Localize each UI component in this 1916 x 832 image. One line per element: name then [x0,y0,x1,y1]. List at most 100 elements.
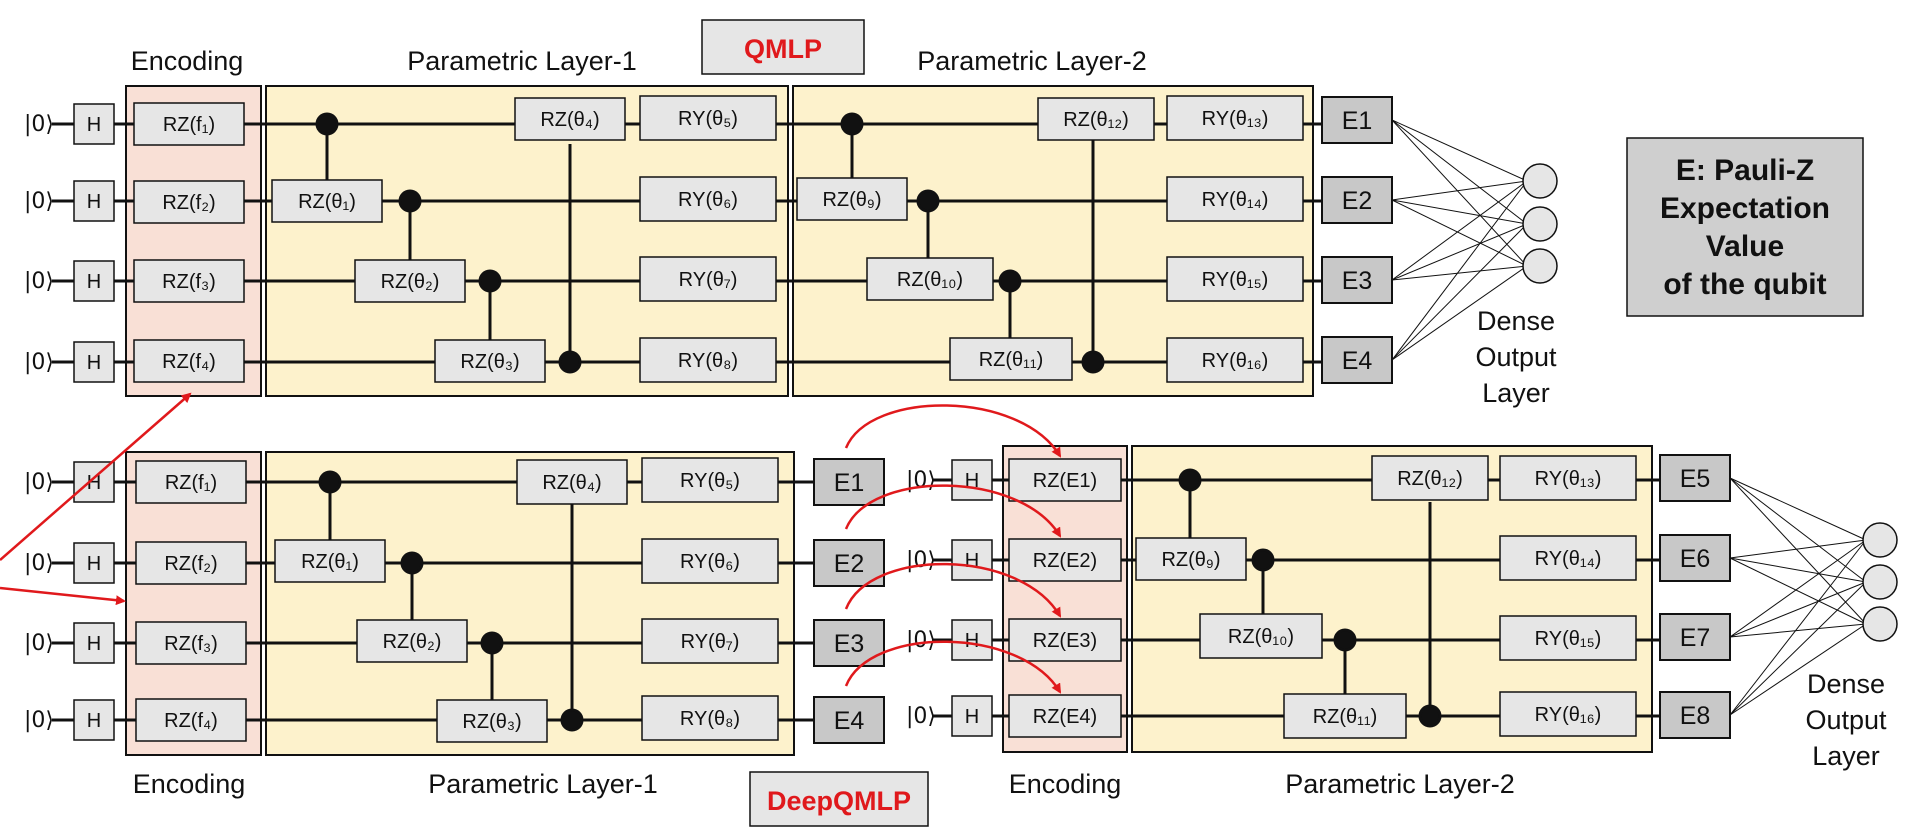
bottom2-ket-2: |0⟩ [906,548,936,573]
bottom-dense-label-1: Dense [1807,669,1885,699]
bottom2-h-2: H [965,550,979,572]
bottom-enc2-4: RZ(E4) [1033,706,1097,728]
bottom-dense-nodes [1862,522,1898,642]
bottom-mid-out-4: E4 [834,707,865,735]
top-h-2: H [87,191,101,213]
top-l1-ry-3: RY(θ₇) [679,269,738,291]
top-outputs: E1 E2 E3 E4 [1321,96,1393,384]
bottom-layer1-controls [318,470,584,732]
bottom-dense-label-2: Output [1805,705,1887,735]
bottom-ket-3: |0⟩ [24,631,54,656]
deepqmlp-panel: |0⟩ |0⟩ |0⟩ |0⟩ H H H H RZ(f₁) RZ(f₂) RZ… [24,445,1898,827]
bottom-l1-crz-3: RZ(θ₃) [462,711,521,733]
bottom-dense-label-3: Layer [1812,741,1880,771]
top-layer1-label: Parametric Layer-1 [407,46,637,76]
bottom-mid-out-2: E2 [834,550,865,578]
top-layer2-ry: RY(θ₁₃) RY(θ₁₄) RY(θ₁₅) RY(θ₁₆) [1166,95,1304,383]
bottom-encoding-label: Encoding [133,769,246,799]
top-enc-2: RZ(f₂) [162,192,215,214]
bottom-out-4: E8 [1680,702,1711,730]
top-encoding-gates: RZ(f₁) RZ(f₂) RZ(f₃) RZ(f₄) [133,102,245,383]
bottom-encoding2-label: Encoding [1009,769,1122,799]
bottom2-ket-3: |0⟩ [906,628,936,653]
top-layer1-controls [315,112,582,374]
bottom-encoding-gates: RZ(f₁) RZ(f₂) RZ(f₃) RZ(f₄) [135,460,247,742]
legend-box: E: Pauli-Z Expectation Value of the qubi… [1626,137,1864,317]
top-l2-ry-1: RY(θ₁₃) [1202,108,1269,130]
top-l2-crz-4: RZ(θ₁₂) [1063,109,1129,131]
bottom-l1-ry-4: RY(θ₈) [680,708,740,730]
qmlp-title-box [701,19,865,75]
deepqmlp-title-box [749,771,929,827]
bottom-outputs: E5 E6 E7 E8 [1659,454,1731,739]
legend-line-3: Value [1706,230,1784,263]
qmlp-panel: Encoding Parametric Layer-1 Parametric L… [24,19,1558,408]
bottom-mid-out-3: E3 [834,630,865,658]
bottom-h-2: H [87,553,101,575]
top-dense-connections [1391,119,1528,361]
bottom-layer2-ry: RY(θ₁₃) RY(θ₁₄) RY(θ₁₅) RY(θ₁₆) [1499,455,1637,737]
top-dense-nodes [1522,163,1558,284]
bottom-h-gates: H H H H [73,461,115,741]
bottom-layer2-crz: RZ(θ₉) RZ(θ₁₀) RZ(θ₁₁) RZ(θ₁₂) [1135,455,1489,739]
top-dense-label-3: Layer [1482,378,1550,408]
top-l2-ry-2: RY(θ₁₄) [1202,189,1269,211]
top-encoding-label: Encoding [131,46,244,76]
top-h-1: H [87,114,101,136]
top-l2-crz-2: RZ(θ₁₀) [897,269,963,291]
bottom-mid-out-1: E1 [834,469,865,497]
top-out-1: E1 [1342,107,1373,135]
top-l1-crz-2: RZ(θ₂) [381,271,440,293]
arrow-e1-to-enc2 [844,404,1062,458]
top-layer1-ry: RY(θ₅) RY(θ₆) RY(θ₇) RY(θ₈) [639,95,777,383]
arrow-to-bottom-encoding [0,586,126,606]
bottom-ket-4: |0⟩ [24,708,54,733]
legend-line-4: of the qubit [1663,268,1826,301]
top-h-gates: H H H H [73,103,115,383]
top-l1-crz-4: RZ(θ₄) [540,109,599,131]
bottom-h-3: H [87,633,101,655]
bottom-layer1-crz: RZ(θ₁) RZ(θ₂) RZ(θ₃) RZ(θ₄) [274,459,628,743]
top-enc-1: RZ(f₁) [163,114,215,136]
bottom-enc-3: RZ(f₃) [164,633,218,655]
qmlp-title: QMLP [744,34,822,64]
bottom-enc2-1: RZ(E1) [1033,470,1097,492]
bottom-l2-ry-1: RY(θ₁₃) [1535,468,1602,490]
top-h-3: H [87,271,101,293]
bottom2-ket-4: |0⟩ [906,704,936,729]
top-l2-crz-3: RZ(θ₁₁) [979,349,1044,371]
bottom-encoding2-gates: RZ(E1) RZ(E2) RZ(E3) RZ(E4) [1008,458,1122,738]
bottom-l2-ry-4: RY(θ₁₆) [1535,704,1602,726]
bottom-l1-ry-3: RY(θ₇) [681,631,740,653]
top-l1-crz-3: RZ(θ₃) [460,351,519,373]
top-l2-ry-4: RY(θ₁₆) [1202,350,1269,372]
bottom-out-2: E6 [1680,545,1711,573]
top-l2-ry-3: RY(θ₁₅) [1202,269,1269,291]
arrow-e4-to-enc2 [844,640,1062,694]
top-l1-crz-1: RZ(θ₁) [298,191,356,213]
legend-line-1: E: Pauli-Z [1676,154,1814,187]
bottom-layer2-controls [1178,468,1442,728]
bottom-l2-crz-3: RZ(θ₁₁) [1313,706,1378,728]
top-out-2: E2 [1342,187,1373,215]
top-layer2-label: Parametric Layer-2 [917,46,1147,76]
red-arrows [0,392,1062,694]
bottom-l2-crz-1: RZ(θ₉) [1161,549,1220,571]
bottom-out-1: E5 [1680,465,1711,493]
top-layer1-crz: RZ(θ₁) RZ(θ₂) RZ(θ₃) RZ(θ₄) [271,97,626,383]
legend-line-2: Expectation [1660,192,1830,225]
arrow-to-top-encoding [0,392,192,561]
bottom-l1-crz-1: RZ(θ₁) [301,551,359,573]
bottom-h-4: H [87,710,101,732]
top-out-3: E3 [1342,267,1373,295]
bottom-ket-1: |0⟩ [24,470,54,495]
bottom-enc2-2: RZ(E2) [1033,550,1097,572]
bottom-layer1-label: Parametric Layer-1 [428,769,658,799]
bottom-layer1-ry: RY(θ₅) RY(θ₆) RY(θ₇) RY(θ₈) [641,457,779,741]
bottom-l1-ry-2: RY(θ₆) [680,551,740,573]
bottom-h-1: H [87,472,101,494]
top-layer2-crz: RZ(θ₉) RZ(θ₁₀) RZ(θ₁₁) RZ(θ₁₂) [796,97,1155,381]
top-l1-ry-1: RY(θ₅) [678,108,738,130]
top-h-4: H [87,352,101,374]
